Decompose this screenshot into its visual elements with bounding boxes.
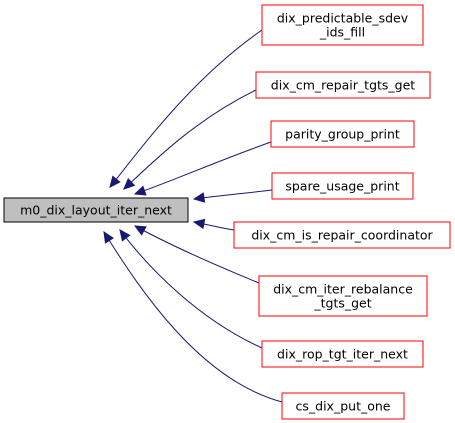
caller-node-box [270, 120, 415, 148]
edge-line [123, 89, 257, 190]
edge-line [103, 231, 283, 403]
caller-node-label-line: parity_group_print [285, 127, 400, 142]
edge-line [134, 225, 260, 284]
arrowhead [133, 225, 147, 236]
caller-node-2[interactable]: dix_cm_repair_tgts_get [255, 71, 431, 99]
edge-4 [192, 189, 273, 203]
caller-node-box [261, 340, 424, 368]
edge-line [193, 189, 273, 200]
caller-node-label-line: dix_cm_iter_rebalance [273, 282, 413, 297]
edge-5 [192, 218, 235, 231]
caller-node-box [271, 172, 414, 200]
caller-node-box [255, 71, 431, 99]
caller-node-1[interactable]: dix_predictable_sdev_ids_fill [261, 4, 424, 46]
caller-node-box [233, 221, 451, 249]
arrowhead [133, 185, 147, 196]
edges-layer [103, 29, 283, 403]
edge-line [119, 229, 263, 349]
edge-line [134, 141, 272, 195]
arrowhead [119, 229, 131, 242]
edge-2 [123, 89, 257, 190]
caller-node-4[interactable]: spare_usage_print [271, 172, 414, 200]
caller-node-label-line: dix_cm_repair_tgts_get [271, 78, 415, 93]
arrowhead [109, 175, 121, 188]
edge-line [109, 29, 263, 188]
main-node-label: m0_dix_layout_iter_next [20, 203, 172, 218]
caller-node-label-line: dix_rop_tgt_iter_next [277, 347, 408, 362]
arrowhead [192, 192, 206, 203]
edge-1 [109, 29, 263, 188]
caller-node-5[interactable]: dix_cm_is_repair_coordinator [233, 221, 451, 249]
caller-node-7[interactable]: dix_rop_tgt_iter_next [261, 340, 424, 368]
nodes-layer: m0_dix_layout_iter_next dix_predictable_… [3, 4, 451, 420]
arrowhead [192, 218, 206, 230]
main-node[interactable]: m0_dix_layout_iter_next [3, 197, 189, 223]
caller-node-6[interactable]: dix_cm_iter_rebalance_tgts_get [258, 275, 428, 317]
caller-node-label-line: cs_dix_put_one [296, 399, 391, 414]
caller-node-label-line: _tgts_get [313, 296, 371, 311]
arrowhead [103, 230, 115, 244]
caller-node-label-line: dix_cm_is_repair_coordinator [251, 228, 433, 243]
caller-node-box [281, 392, 405, 420]
caller-node-label-line: _ids_fill [319, 25, 365, 40]
main-node-box [3, 197, 189, 223]
edge-7 [119, 229, 263, 349]
arrowhead [123, 177, 136, 190]
caller-node-3[interactable]: parity_group_print [270, 120, 415, 148]
caller-node-box [261, 4, 424, 46]
caller-node-box [258, 275, 428, 317]
edge-8 [103, 230, 283, 403]
caller-node-label-line: dix_predictable_sdev [277, 11, 409, 26]
edge-3 [133, 141, 272, 196]
caller-node-8[interactable]: cs_dix_put_one [281, 392, 405, 420]
caller-node-label-line: spare_usage_print [285, 179, 399, 194]
edge-6 [133, 225, 260, 284]
